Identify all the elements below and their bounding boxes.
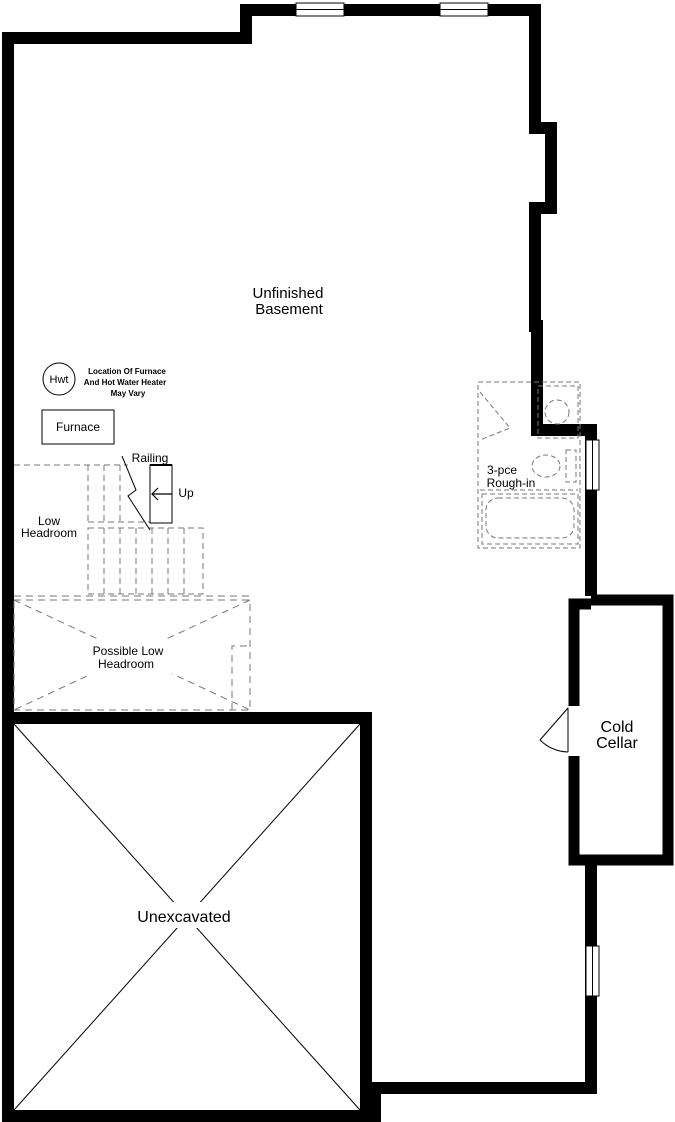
exterior-walls <box>2 4 597 1122</box>
bathroom-rough-in <box>477 381 581 549</box>
bath-door <box>479 391 511 441</box>
unfinished-basement-label-line1: Unfinished <box>253 285 324 302</box>
labels: Unfinished Basement Hwt Location Of Furn… <box>21 285 639 926</box>
toilet-tank <box>565 449 577 483</box>
possible-low-headroom-area <box>13 595 251 711</box>
equipment-note-line2: And Hot Water Heater <box>84 378 166 387</box>
windows <box>295 2 600 997</box>
cold-cellar-label-line2: Cellar <box>596 735 638 752</box>
stair-up-arrow <box>151 487 172 501</box>
unexcavated-label: Unexcavated <box>137 909 230 926</box>
low-headroom-label-line1: Low <box>38 514 60 528</box>
unexcavated-label-bg <box>132 902 234 928</box>
toilet-bowl <box>531 454 561 478</box>
stairs-up-label: Up <box>178 486 194 500</box>
furnace-label: Furnace <box>56 420 100 434</box>
furnace-box <box>41 409 115 445</box>
window-bath <box>585 439 600 491</box>
equipment-note-line1: Location Of Furnace <box>88 367 166 376</box>
stair-area <box>14 464 204 595</box>
shower-drain <box>544 399 570 425</box>
main-exterior-wall <box>2 4 597 1122</box>
bath-label-line2: Rough-in <box>487 476 536 490</box>
equipment-note-line3: May Vary <box>111 389 146 398</box>
hwt-label: Hwt <box>50 374 69 386</box>
window-lower-right <box>585 945 600 997</box>
bath-label-line1: 3-pce <box>487 463 517 477</box>
unfinished-basement-label-line2: Basement <box>255 301 323 318</box>
stair-break-line <box>121 455 151 531</box>
stair-railing <box>121 455 173 531</box>
railing-label: Railing <box>132 451 169 465</box>
tub-inner <box>485 497 575 539</box>
unexcavated-inner-wall <box>8 712 372 1116</box>
shower-outline <box>537 385 579 439</box>
possible-headroom-label-bg <box>88 640 172 674</box>
cold-cellar-walls <box>568 594 674 866</box>
cold-cellar-outer-wall <box>568 594 674 866</box>
possible-headroom-label-line2: Headroom <box>98 657 154 671</box>
window-top-right <box>439 2 489 17</box>
possible-headroom-label-line1: Possible Low <box>93 644 164 658</box>
cold-cellar-door <box>539 707 569 753</box>
window-top-left <box>295 2 345 17</box>
cold-cellar-top-wall <box>568 598 591 706</box>
bath-outline <box>477 381 581 549</box>
cold-cellar-label-line1: Cold <box>601 719 634 736</box>
hwt-symbol <box>42 362 76 396</box>
tub-outer <box>481 493 579 545</box>
low-headroom-label-line2: Headroom <box>21 526 77 540</box>
